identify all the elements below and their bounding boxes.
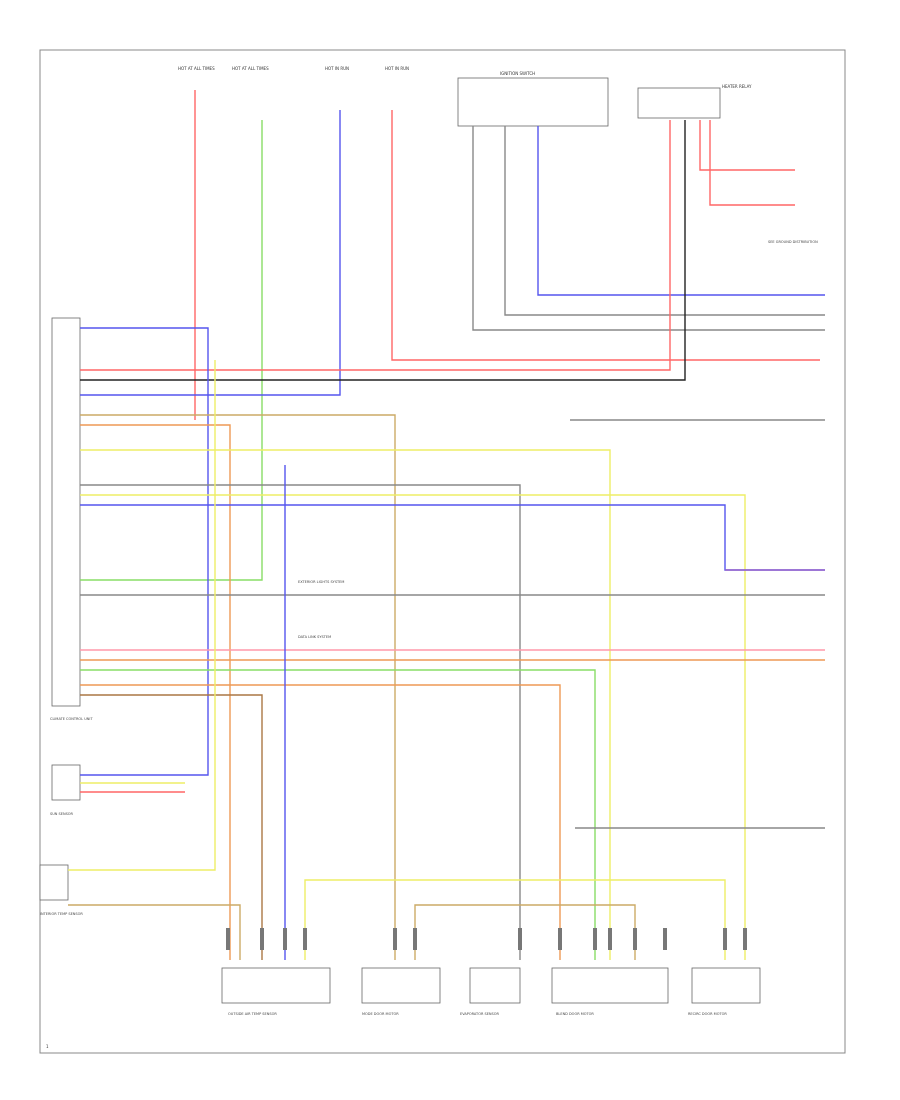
bottom-connector-pin bbox=[518, 928, 522, 950]
interior-wire-yellow bbox=[68, 360, 216, 871]
ccu-wire-blue-2 bbox=[80, 504, 825, 571]
exterior-lights-note: EXTERIOR LIGHTS SYSTEM bbox=[298, 580, 344, 584]
ccu-wire-brown bbox=[80, 694, 263, 960]
bottom-components: OUTSIDE AIR TEMP SENSOR MODE DOOR MOTOR … bbox=[221, 967, 761, 1016]
relay-red-out-2 bbox=[709, 120, 795, 206]
bottom-component-label-5: RECIRC DOOR MOTOR bbox=[688, 1012, 727, 1016]
top-wire-blue bbox=[537, 126, 825, 296]
bottom-component-5-box bbox=[691, 967, 761, 1004]
fuse-label-4: HOT IN RUN bbox=[385, 66, 409, 71]
bottom-connector-pin bbox=[743, 928, 747, 950]
bottom-connector-pin bbox=[593, 928, 597, 950]
interior-temp-sensor-box bbox=[39, 864, 69, 901]
bottom-connector-pin bbox=[633, 928, 637, 950]
top-wire-grey-1 bbox=[472, 126, 825, 331]
ccu-wire-tan bbox=[80, 414, 396, 960]
fuse-label-2: HOT AT ALL TIMES bbox=[232, 66, 269, 71]
ignition-switch-box bbox=[457, 77, 609, 127]
relay-red-out-1 bbox=[699, 120, 795, 171]
bottom-component-label-1: OUTSIDE AIR TEMP SENSOR bbox=[228, 1012, 277, 1016]
bottom-component-1-box bbox=[221, 967, 331, 1004]
fuse-label-1: HOT AT ALL TIMES bbox=[178, 66, 215, 71]
bottom-connector-pin bbox=[413, 928, 417, 950]
top-wire-black-relay bbox=[80, 120, 686, 381]
bottom-connector-pin bbox=[303, 928, 307, 950]
fuse-label-3: HOT IN RUN bbox=[325, 66, 349, 71]
ignition-switch-label: IGNITION SWITCH bbox=[500, 71, 535, 76]
interior-wire-tan bbox=[68, 904, 241, 960]
sun-sensor-box bbox=[51, 764, 81, 801]
ccu-wire-blue-1 bbox=[80, 327, 209, 776]
top-wire-grey-2 bbox=[504, 126, 825, 316]
bottom-connector-pin bbox=[283, 928, 287, 950]
vertical-wire-green-1 bbox=[80, 120, 263, 581]
bottom-component-label-4: BLEND DOOR MOTOR bbox=[556, 1012, 594, 1016]
data-link-note: DATA LINK SYSTEM bbox=[298, 635, 331, 639]
ccu-wire-orange bbox=[80, 424, 231, 960]
heater-relay-box bbox=[637, 87, 721, 119]
bottom-component-label-3: EVAPORATOR SENSOR bbox=[460, 1012, 500, 1016]
bottom-connector-pin bbox=[608, 928, 612, 950]
heater-relay-label: HEATER RELAY bbox=[722, 84, 752, 89]
interior-temp-sensor-label: INTERIOR TEMP SENSOR bbox=[40, 912, 83, 916]
wire-group bbox=[68, 90, 825, 960]
vertical-wire-red-2 bbox=[391, 110, 820, 361]
ccu-wire-orange-3 bbox=[80, 684, 561, 960]
fuse-group: HOT AT ALL TIMES HOT AT ALL TIMES HOT IN… bbox=[178, 66, 409, 71]
bottom-connector-pin bbox=[393, 928, 397, 950]
top-wire-red-relay bbox=[80, 120, 671, 371]
bottom-component-label-2: MODE DOOR MOTOR bbox=[362, 1012, 399, 1016]
bottom-connector-pin bbox=[723, 928, 727, 950]
bottom-component-3-box bbox=[469, 967, 521, 1004]
vertical-wire-blue-1 bbox=[80, 110, 341, 396]
ccu-wire-yellow bbox=[80, 449, 611, 960]
ground-note: SEE GROUND DISTRIBUTION bbox=[768, 240, 818, 244]
footer-code: 1 bbox=[46, 1044, 49, 1049]
bottom-connector-pin bbox=[226, 928, 230, 950]
ccu-wire-green-2 bbox=[80, 669, 596, 960]
bottom-wire-tan-loop bbox=[414, 904, 636, 960]
sun-sensor-label: SUN SENSOR bbox=[50, 812, 74, 816]
bottom-wire-yellow-loop bbox=[304, 879, 726, 960]
diagram-frame bbox=[39, 49, 846, 1054]
climate-control-unit-label: CLIMATE CONTROL UNIT bbox=[50, 717, 93, 721]
climate-control-unit-box bbox=[51, 317, 81, 707]
bottom-connector-pin bbox=[260, 928, 264, 950]
bottom-component-4-box bbox=[551, 967, 669, 1004]
ccu-wire-grey bbox=[80, 484, 521, 960]
bottom-connector-pin bbox=[663, 928, 667, 950]
ccu-wire-yellow-2 bbox=[80, 494, 746, 960]
bottom-connector-pin bbox=[558, 928, 562, 950]
bottom-component-2-box bbox=[361, 967, 441, 1004]
